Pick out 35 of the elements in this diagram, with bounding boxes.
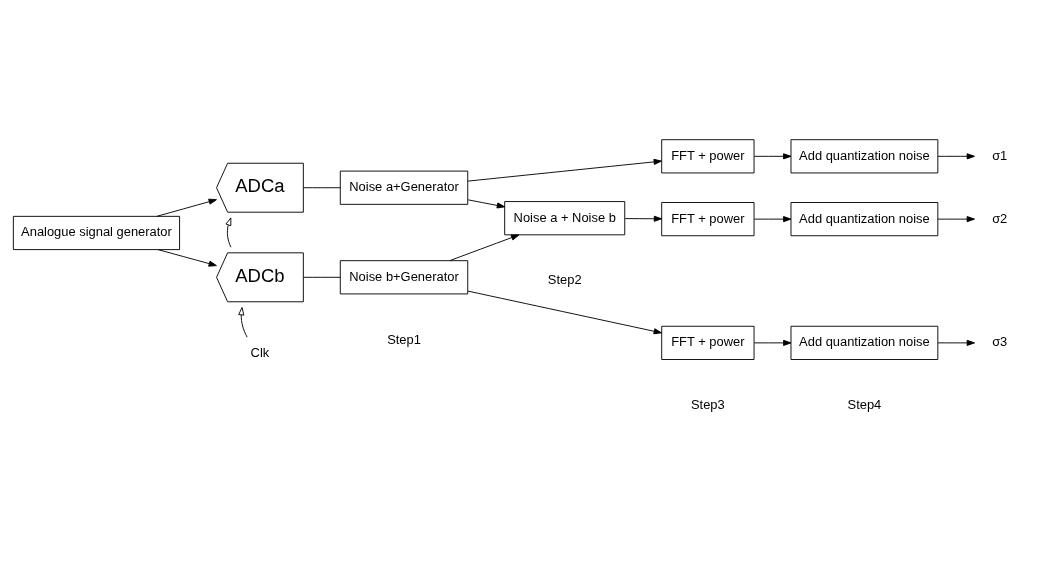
node-box: Noise a + Noise b	[504, 200, 626, 235]
arrow	[937, 152, 975, 159]
node-text: σ2	[992, 210, 1008, 226]
arrow	[467, 290, 662, 334]
node-box: Add quantization noise	[790, 201, 939, 236]
arrow	[753, 339, 792, 346]
connector	[303, 186, 341, 188]
node-box: Analogue signal generator	[12, 215, 181, 250]
arrow	[449, 233, 520, 261]
arrow	[156, 198, 217, 217]
node-box: FFT + power	[661, 201, 755, 236]
arrow	[157, 248, 217, 267]
node-text: Clk	[250, 344, 270, 360]
label: Step3	[691, 396, 725, 412]
node-text: σ3	[992, 333, 1008, 349]
node-box: Noise a+Generator	[339, 170, 469, 205]
arrow	[225, 216, 232, 248]
arrow	[937, 339, 975, 346]
node-box: Add quantization noise	[790, 325, 939, 360]
arrow	[753, 215, 792, 222]
node-box: FFT + power	[661, 138, 755, 173]
label: Step2	[547, 271, 582, 287]
arrow	[937, 215, 975, 222]
arrow	[467, 158, 662, 182]
arrow	[467, 198, 506, 208]
label: Step1	[387, 331, 421, 347]
connector	[303, 276, 341, 278]
node-box: FFT + power	[661, 325, 755, 360]
arrow	[238, 306, 248, 338]
arrow	[624, 215, 663, 222]
label: Step4	[847, 396, 882, 412]
arrow	[753, 152, 792, 159]
node-text: σ1	[992, 147, 1008, 163]
node-box: Add quantization noise	[790, 138, 939, 173]
node-box: Noise b+Generator	[339, 259, 469, 294]
